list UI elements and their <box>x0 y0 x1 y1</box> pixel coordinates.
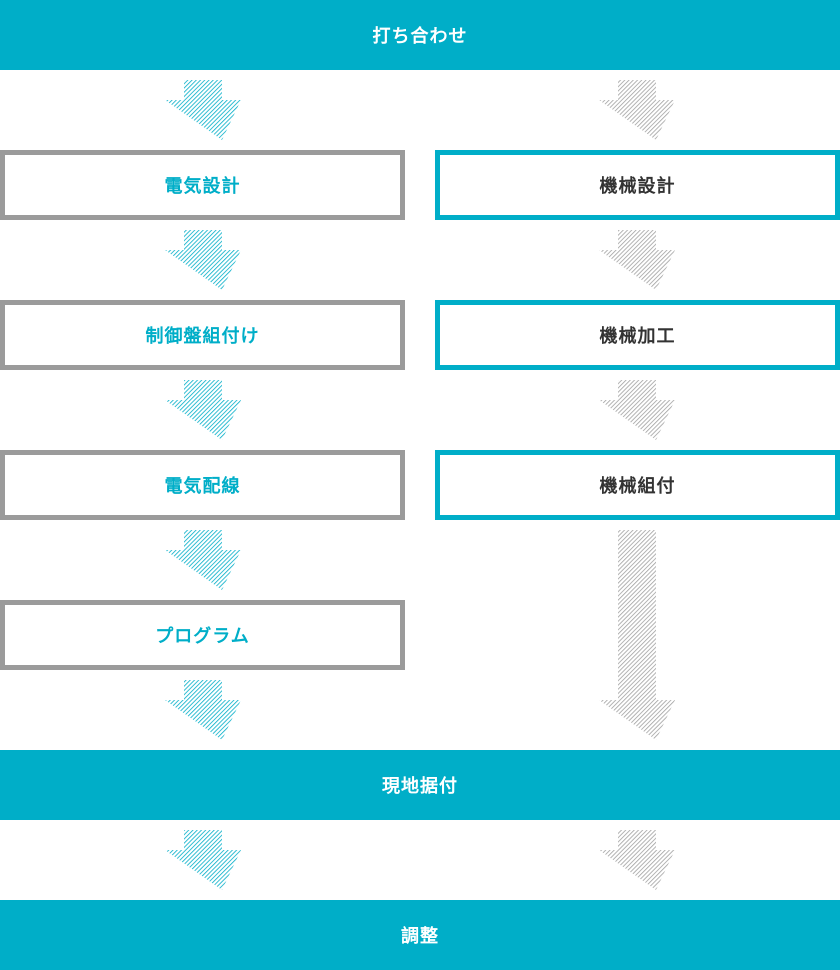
band-onsite-installation: 現地据付 <box>0 750 840 820</box>
left-down-arrow-icon-4 <box>165 530 241 590</box>
left-down-arrow-icon-6 <box>165 830 241 890</box>
band-meeting: 打ち合わせ <box>0 0 840 70</box>
right-down-arrow-icon-4 <box>599 530 675 740</box>
step-mechanical-design: 機械設計 <box>435 150 840 220</box>
step-electrical-design-label: 電気設計 <box>164 176 241 197</box>
step-control-panel-assembly-label: 制御盤組付け <box>145 326 260 347</box>
step-mechanical-assembly-label: 機械組付 <box>599 476 676 497</box>
step-machining-label: 機械加工 <box>599 326 676 347</box>
band-onsite-installation-label: 現地据付 <box>382 776 458 797</box>
band-meeting-label: 打ち合わせ <box>372 26 468 47</box>
right-down-arrow-icon-2 <box>599 230 675 290</box>
step-electrical-design: 電気設計 <box>0 150 405 220</box>
left-down-arrow-icon-5 <box>165 680 241 740</box>
step-mechanical-assembly: 機械組付 <box>435 450 840 520</box>
step-mechanical-design-label: 機械設計 <box>599 176 676 197</box>
right-down-arrow-icon-1 <box>599 80 675 140</box>
step-electrical-wiring: 電気配線 <box>0 450 405 520</box>
step-machining: 機械加工 <box>435 300 840 370</box>
left-down-arrow-icon-3 <box>165 380 241 440</box>
right-down-arrow-icon-3 <box>599 380 675 440</box>
left-down-arrow-icon-1 <box>165 80 241 140</box>
left-down-arrow-icon-2 <box>165 230 241 290</box>
step-electrical-wiring-label: 電気配線 <box>164 476 241 497</box>
right-down-arrow-icon-5 <box>599 830 675 890</box>
step-control-panel-assembly: 制御盤組付け <box>0 300 405 370</box>
band-adjustment: 調整 <box>0 900 840 970</box>
step-programming: プログラム <box>0 600 405 670</box>
band-adjustment-label: 調整 <box>401 926 439 947</box>
step-programming-label: プログラム <box>155 626 250 647</box>
